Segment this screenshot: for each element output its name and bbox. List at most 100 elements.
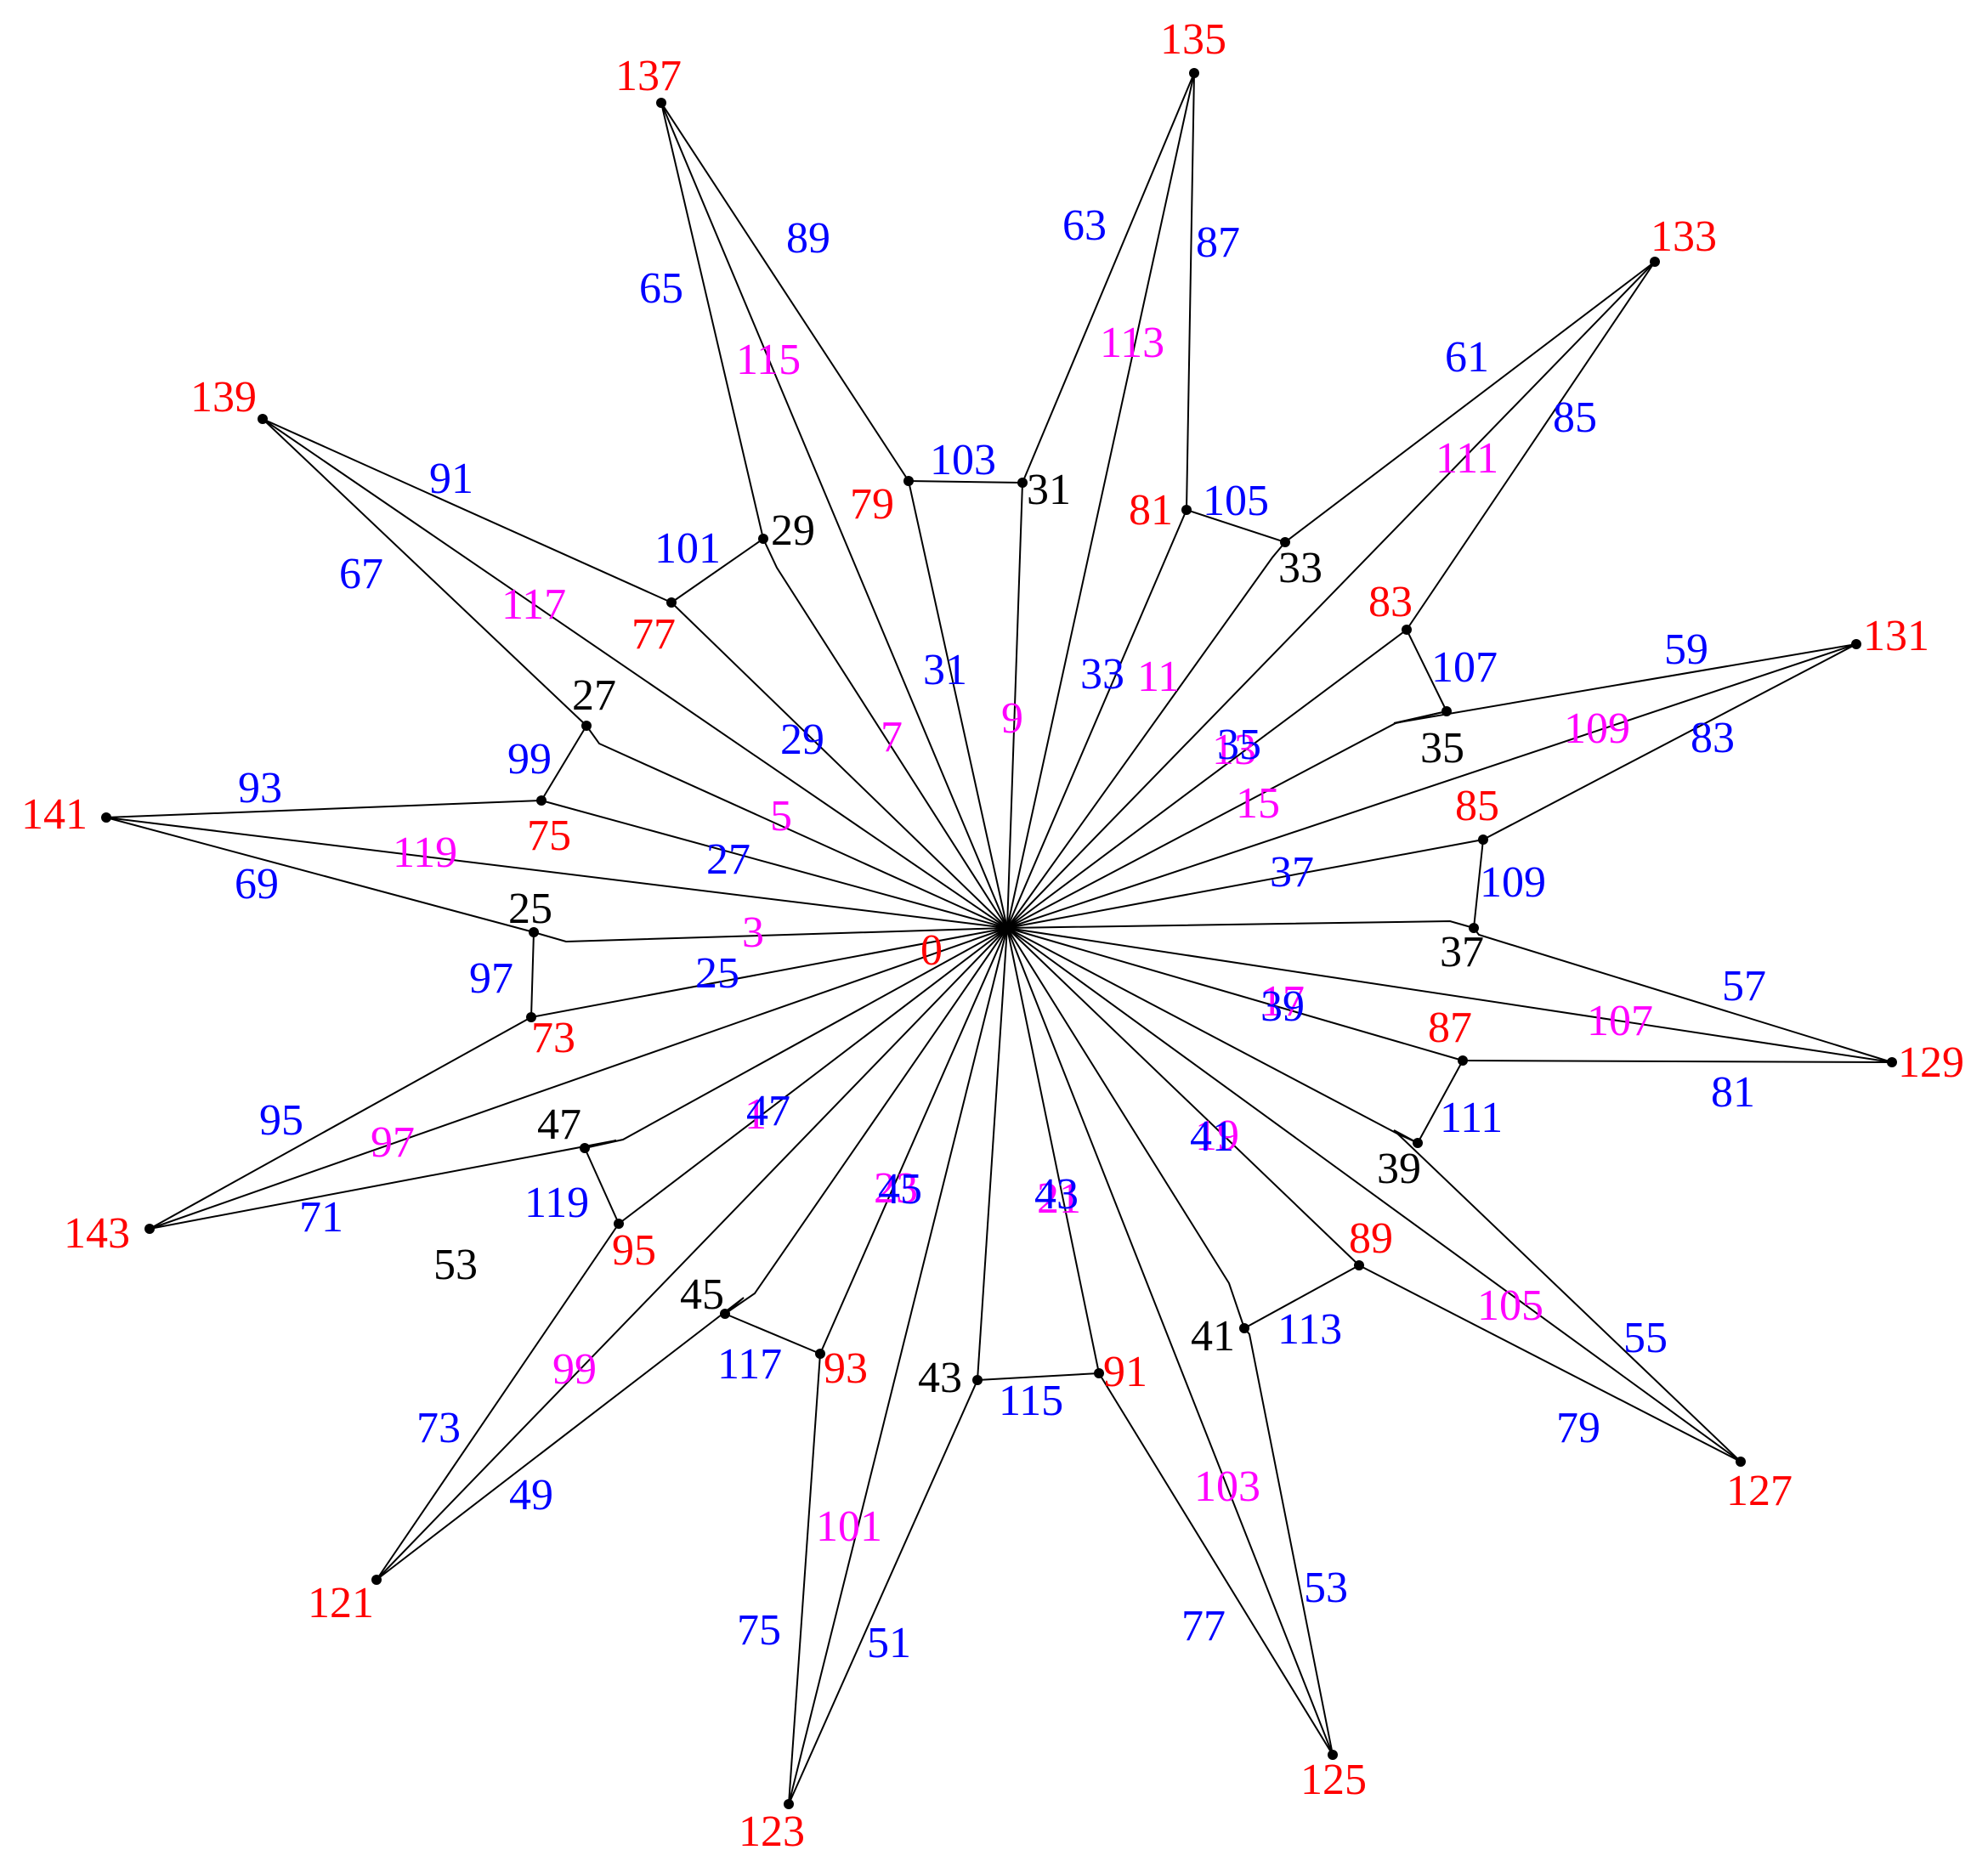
vertex-label-79: 79 xyxy=(850,480,894,529)
edge-127-39 xyxy=(1393,1129,1742,1462)
edge-47-95 xyxy=(584,1147,620,1225)
vertex-label-85: 85 xyxy=(1455,782,1499,830)
vertex-label-133: 133 xyxy=(1651,212,1717,261)
edge-27-75 xyxy=(541,725,587,801)
vertex-93 xyxy=(815,1349,825,1359)
vertex-81 xyxy=(1181,505,1192,515)
vertex-43 xyxy=(972,1375,983,1385)
edge-0-29 xyxy=(762,538,1008,929)
edge-31-79 xyxy=(908,480,1023,484)
vertex-label-45: 45 xyxy=(680,1270,724,1319)
edge-label-141-75: 93 xyxy=(238,764,282,812)
edge-125-91 xyxy=(1098,1372,1334,1756)
edge-label-39-87: 111 xyxy=(1440,1094,1503,1142)
edge-label-0-27: 5 xyxy=(770,792,792,840)
vertex-label-93: 93 xyxy=(824,1344,868,1393)
edge-label-0-133: 111 xyxy=(1436,434,1498,483)
edge-label-0-31: 9 xyxy=(1001,694,1023,743)
edge-label-125-41: 53 xyxy=(1304,1564,1348,1612)
edge-label-0-29: 7 xyxy=(881,713,903,761)
edge-label-0-33: 11 xyxy=(1137,653,1180,701)
vertex-79 xyxy=(903,476,914,486)
edge-143-47 xyxy=(149,1140,617,1230)
edge-label-133-83: 85 xyxy=(1553,393,1597,442)
vertex-35 xyxy=(1441,706,1452,716)
edge-label-0-135: 113 xyxy=(1100,319,1164,367)
edge-label-29-77: 101 xyxy=(654,524,721,573)
edge-0-131 xyxy=(1006,643,1857,929)
edge-label-0-89: 41 xyxy=(1190,1112,1234,1161)
vertex-label-129: 129 xyxy=(1898,1038,1964,1087)
vertex-label-141: 141 xyxy=(21,790,88,839)
vertex-label-131: 131 xyxy=(1863,612,1929,660)
edge-label-41-89: 113 xyxy=(1277,1305,1342,1354)
edge-label-35-83: 107 xyxy=(1431,643,1498,692)
edge-0-83 xyxy=(1006,629,1407,929)
vertex-143 xyxy=(144,1224,155,1234)
edge-label-0-137: 115 xyxy=(736,336,801,384)
edge-label-129-37: 57 xyxy=(1722,962,1766,1010)
vertex-0 xyxy=(1002,923,1012,933)
vertex-95 xyxy=(614,1219,624,1229)
vertex-37 xyxy=(1469,923,1479,933)
vertex-141 xyxy=(101,812,111,823)
edge-0-133 xyxy=(1006,261,1656,929)
edge-0-127 xyxy=(1006,927,1742,1462)
edge-label-121-95: 73 xyxy=(416,1404,461,1452)
edge-label-0-37: 15 xyxy=(1236,779,1280,828)
vertex-label-73: 73 xyxy=(531,1014,575,1062)
edge-0-135 xyxy=(1006,72,1195,929)
vertex-85 xyxy=(1478,834,1488,845)
edge-143-73 xyxy=(149,1016,532,1230)
vertex-47 xyxy=(580,1143,590,1153)
edge-label-0-85: 37 xyxy=(1270,848,1314,897)
vertex-label-29: 29 xyxy=(771,506,815,555)
edge-131-35 xyxy=(1393,643,1857,724)
nodes-layer xyxy=(101,68,1897,1809)
edge-label-0-95: 47 xyxy=(746,1087,790,1135)
edge-137-79 xyxy=(660,102,909,482)
edge-137-29 xyxy=(660,102,764,540)
vertex-83 xyxy=(1402,625,1412,635)
vertex-label-91: 91 xyxy=(1103,1348,1147,1396)
edge-label-0-25: 3 xyxy=(742,908,764,957)
edges-layer xyxy=(105,72,1893,1805)
vertex-label-77: 77 xyxy=(632,610,676,659)
vertex-label-125: 125 xyxy=(1300,1756,1367,1804)
vertex-77 xyxy=(666,597,677,608)
edge-0-27 xyxy=(586,725,1008,929)
vertex-label-83: 83 xyxy=(1368,578,1413,626)
vertex-label-39: 39 xyxy=(1377,1145,1421,1193)
edge-45-93 xyxy=(724,1313,821,1355)
edge-135-81 xyxy=(1186,72,1195,511)
edge-0-45 xyxy=(724,927,1008,1315)
edge-label-135-31: 63 xyxy=(1062,201,1107,250)
edge-123-43 xyxy=(788,1379,978,1805)
edge-label-43-91: 115 xyxy=(999,1377,1063,1425)
vertex-label-31: 31 xyxy=(1027,466,1071,514)
edge-0-85 xyxy=(1006,839,1484,929)
edge-label-0-121: 99 xyxy=(552,1345,597,1394)
vertex-129 xyxy=(1887,1057,1897,1067)
edge-0-43 xyxy=(977,927,1008,1381)
edge-25-73 xyxy=(530,931,535,1018)
edge-0-79 xyxy=(908,480,1008,929)
edge-123-93 xyxy=(788,1353,821,1805)
edge-0-141 xyxy=(105,817,1008,929)
edge-33-81 xyxy=(1186,509,1286,543)
edge-label-0-139: 117 xyxy=(501,580,566,629)
vertex-135 xyxy=(1189,68,1199,78)
vertex-label-89: 89 xyxy=(1349,1214,1393,1263)
edge-139-27 xyxy=(262,418,587,727)
edge-127-89 xyxy=(1358,1264,1742,1462)
edge-0-33 xyxy=(1006,541,1286,929)
vertex-73 xyxy=(526,1012,536,1022)
vertex-39 xyxy=(1413,1138,1423,1148)
edge-label-0-141: 119 xyxy=(393,829,457,877)
vertex-27 xyxy=(581,721,592,731)
edge-label-127-39: 55 xyxy=(1623,1314,1668,1362)
edge-0-75 xyxy=(541,800,1008,929)
edge-121-45 xyxy=(376,1297,745,1581)
